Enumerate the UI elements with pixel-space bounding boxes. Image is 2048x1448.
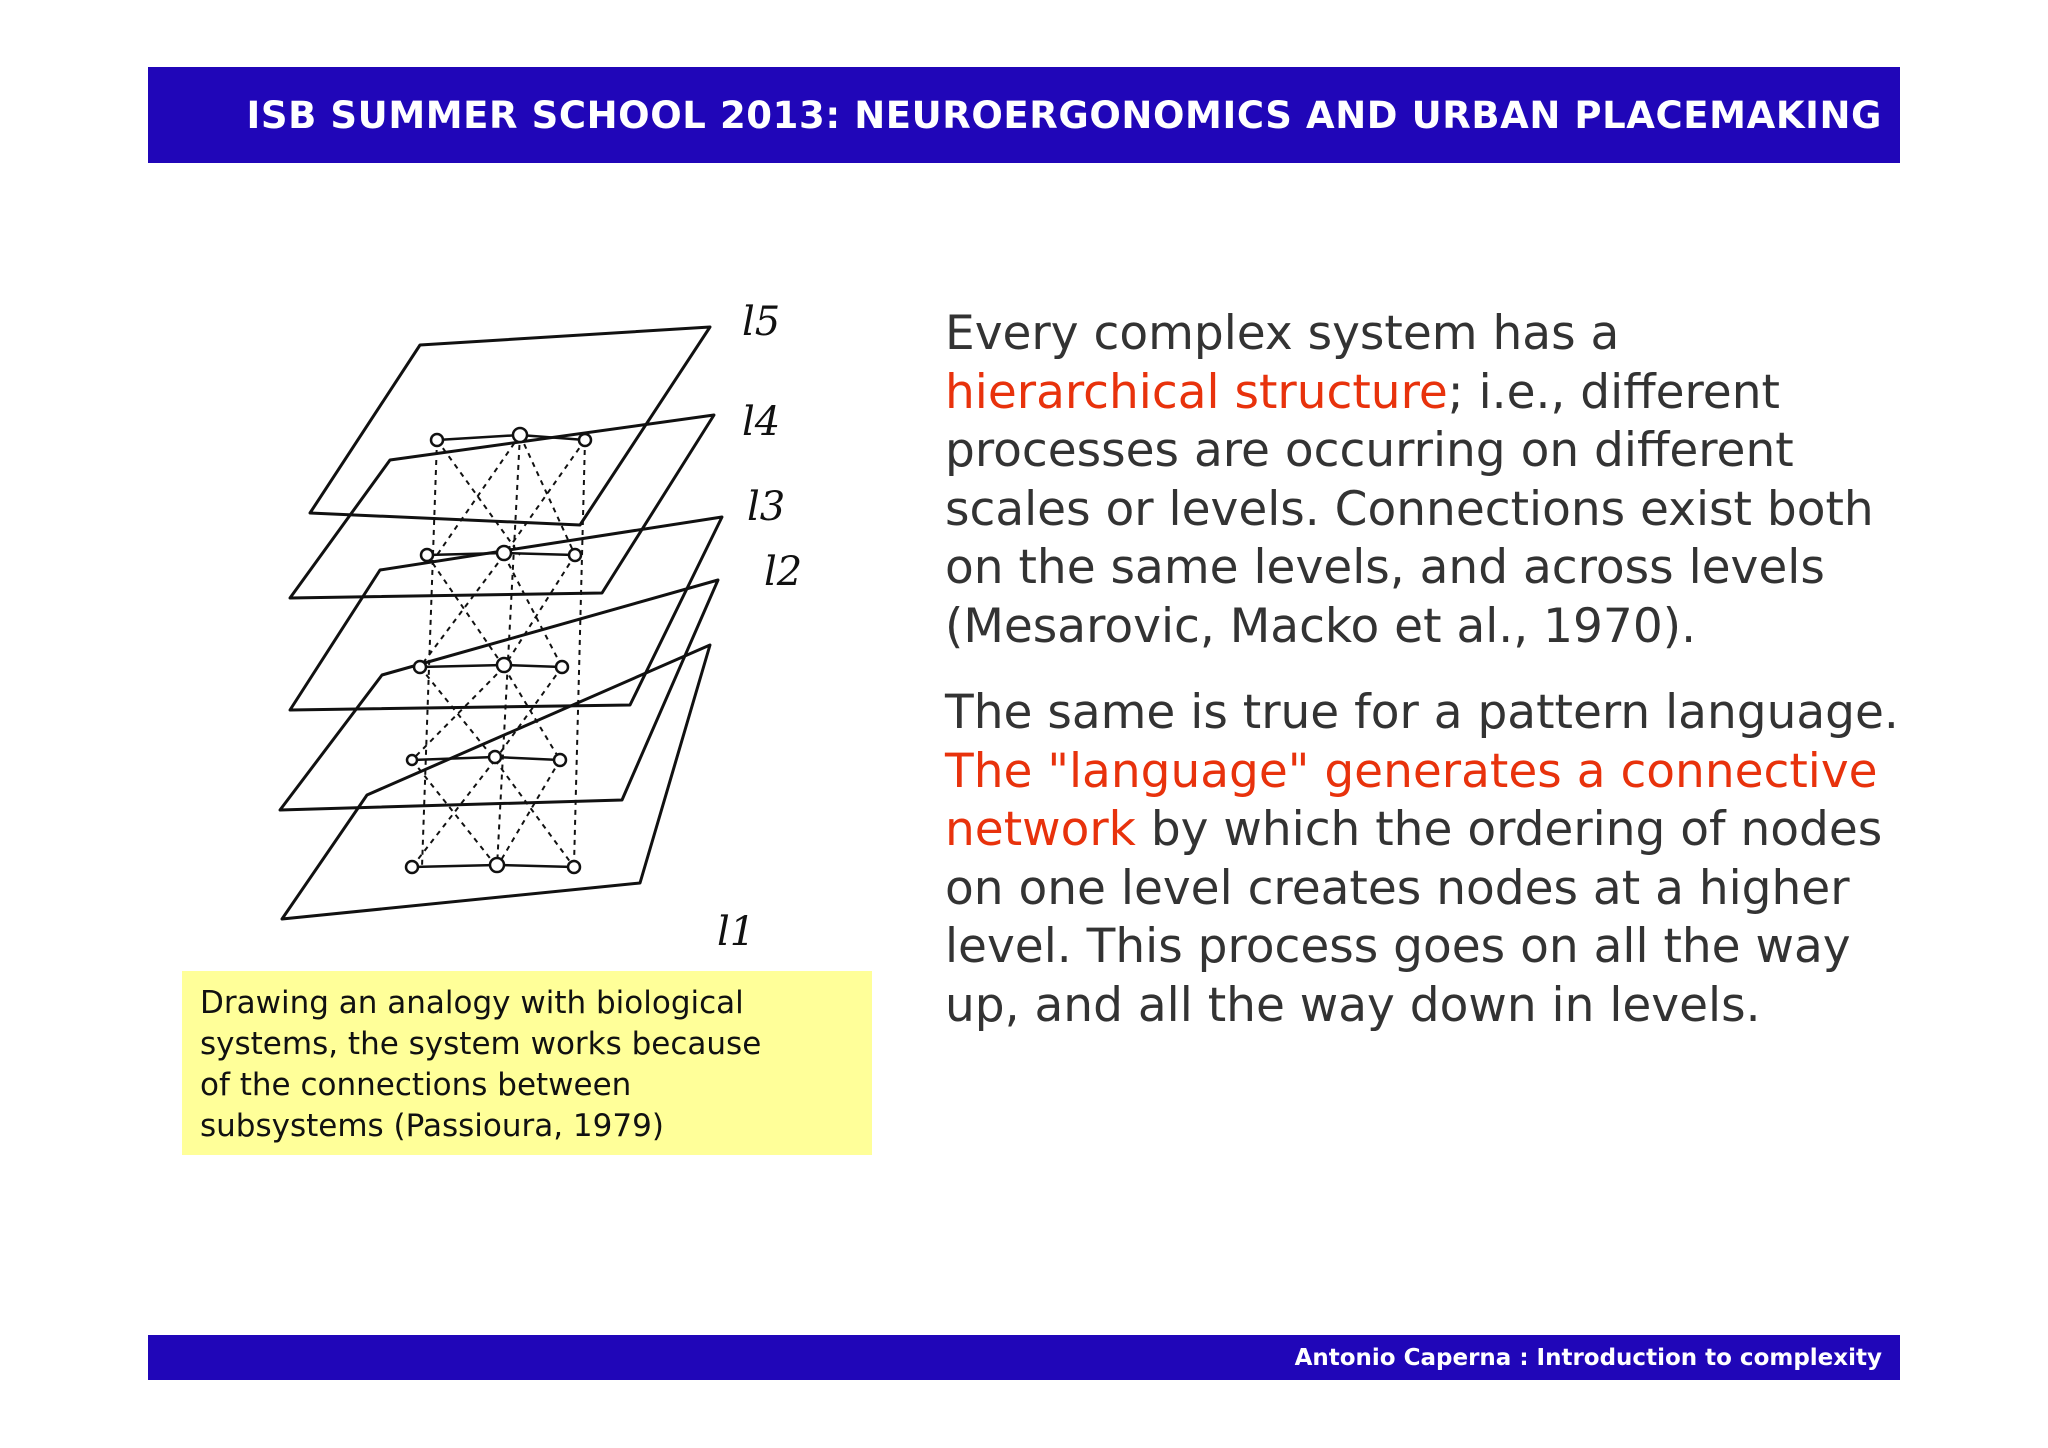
slide-title: ISB SUMMER SCHOOL 2013: NEUROERGONOMICS …	[246, 93, 1882, 137]
paragraph-1: Every complex system has a hierarchical …	[945, 305, 1905, 656]
hierarchy-diagram: l5 l4 l3 l2 l1	[182, 235, 872, 955]
plane-level-3	[288, 515, 724, 712]
caption-line: Drawing an analogy with biological	[200, 985, 744, 1021]
hierarchy-sketch: l5 l4 l3 l2 l1	[278, 299, 802, 955]
plane-level-5	[308, 325, 712, 527]
p2-text-a: The same is true for a pattern language.	[945, 685, 1899, 740]
caption-line: subsystems (Passioura, 1979)	[200, 1108, 664, 1144]
p1-text-b: ; i.e., different processes are occurrin…	[945, 364, 1874, 654]
header-bar: ISB SUMMER SCHOOL 2013: NEUROERGONOMICS …	[148, 67, 1900, 163]
plane-level-2	[278, 578, 720, 812]
caption-line: of the connections between	[200, 1067, 632, 1103]
label-l2: l2	[764, 549, 802, 595]
p2-highlight: The "language" generates a connective ne…	[945, 743, 1878, 858]
caption-box: Drawing an analogy with biological syste…	[182, 971, 872, 1155]
caption-line: systems, the system works because	[200, 1026, 762, 1062]
plane-level-1	[280, 643, 712, 921]
footer-bar: Antonio Caperna : Introduction to comple…	[148, 1335, 1900, 1380]
body-text: Every complex system has a hierarchical …	[945, 305, 1905, 1063]
p1-highlight: hierarchical structure	[945, 364, 1448, 420]
label-l3: l3	[747, 484, 785, 530]
label-l5: l5	[742, 299, 780, 345]
p2-text-b: by which the ordering of nodes on one le…	[945, 802, 1883, 1033]
label-l4: l4	[742, 399, 780, 445]
footer-text: Antonio Caperna : Introduction to comple…	[1294, 1344, 1882, 1371]
plane-level-4	[288, 413, 716, 600]
paragraph-2: The same is true for a pattern language.…	[945, 684, 1905, 1035]
label-l1: l1	[717, 909, 755, 955]
p1-text-a: Every complex system has a	[945, 306, 1620, 361]
